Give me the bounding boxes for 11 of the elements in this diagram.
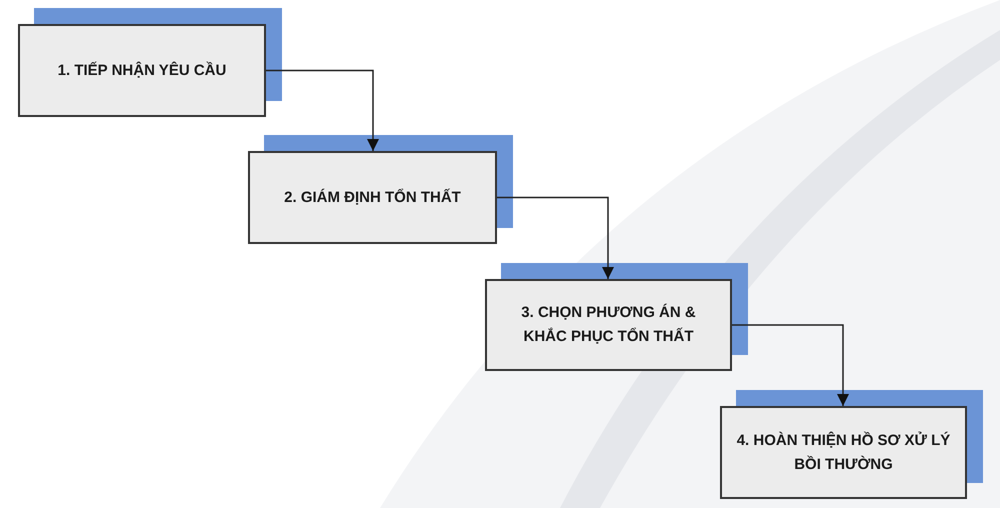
step-label: 3. CHỌN PHƯƠNG ÁN & KHẮC PHỤC TỔN THẤT	[520, 302, 697, 347]
arrow	[732, 324, 849, 406]
process-box	[485, 279, 732, 371]
process-box	[18, 24, 266, 117]
arrow	[497, 196, 614, 279]
arrow	[266, 70, 379, 151]
step-label: 2. GIÁM ĐỊNH TỔN THẤT	[284, 188, 461, 208]
step-label: 1. TIẾP NHẬN YÊU CẦU	[58, 60, 226, 80]
step-label: 4. HOÀN THIỆN HỒ SƠ XỬ LÝ BỒI THƯỜNG	[736, 430, 952, 474]
process-box	[248, 151, 497, 244]
process-box	[720, 406, 967, 499]
